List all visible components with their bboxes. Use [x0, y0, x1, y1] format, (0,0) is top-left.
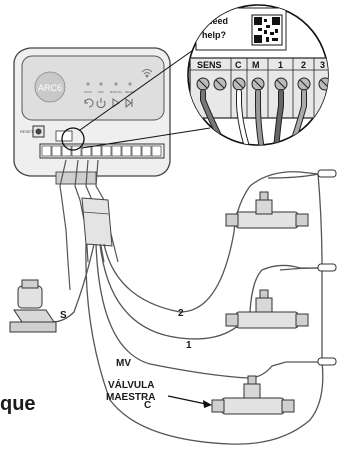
- zone-valve-1: [226, 290, 308, 328]
- solenoid-icon: [244, 384, 260, 398]
- help-text: help?: [202, 30, 226, 40]
- master-valve: [212, 376, 294, 414]
- terminal-label-c: C: [235, 60, 242, 70]
- solenoid-icon: [256, 298, 272, 312]
- wire-label-master: MV: [116, 358, 131, 369]
- wire-label-zone1: 1: [186, 340, 192, 351]
- callout-line2: MAESTRA: [106, 392, 155, 403]
- terminal-label-sens: SENS: [197, 60, 222, 70]
- rain-sensor: [10, 280, 56, 332]
- wire-connectors: [318, 170, 336, 365]
- solenoid-icon: [256, 200, 272, 214]
- wire-label-zone2: 2: [178, 308, 184, 319]
- conduit-sleeve: [82, 198, 112, 246]
- controller: ARC6 AUTO OFF MANUAL RESET RESET: [14, 48, 170, 184]
- reset-button[interactable]: [33, 126, 44, 137]
- zoom-inset: Need help? SENS C M 1 2 3: [188, 5, 340, 150]
- terminal-label-3: 3: [320, 60, 325, 70]
- led-label: OFF: [98, 90, 104, 94]
- cut-off-text: que: [0, 393, 36, 415]
- callout-arrow: [168, 396, 212, 408]
- wire-label-sensor: S: [60, 310, 67, 321]
- terminal-label-2: 2: [301, 60, 306, 70]
- zone2-wire: [104, 172, 318, 312]
- common-branch: [280, 268, 320, 270]
- led-label: MANUAL: [110, 90, 123, 94]
- brand-label: ARC6: [38, 83, 62, 93]
- qr-code-icon: [252, 15, 282, 45]
- led-label: AUTO: [84, 90, 93, 94]
- callout-line1: VÁLVULA: [108, 378, 154, 391]
- reset-label: RESET: [20, 129, 34, 134]
- common-branch: [268, 174, 318, 178]
- terminal-label-1: 1: [278, 60, 283, 70]
- terminal-label-m: M: [252, 60, 260, 70]
